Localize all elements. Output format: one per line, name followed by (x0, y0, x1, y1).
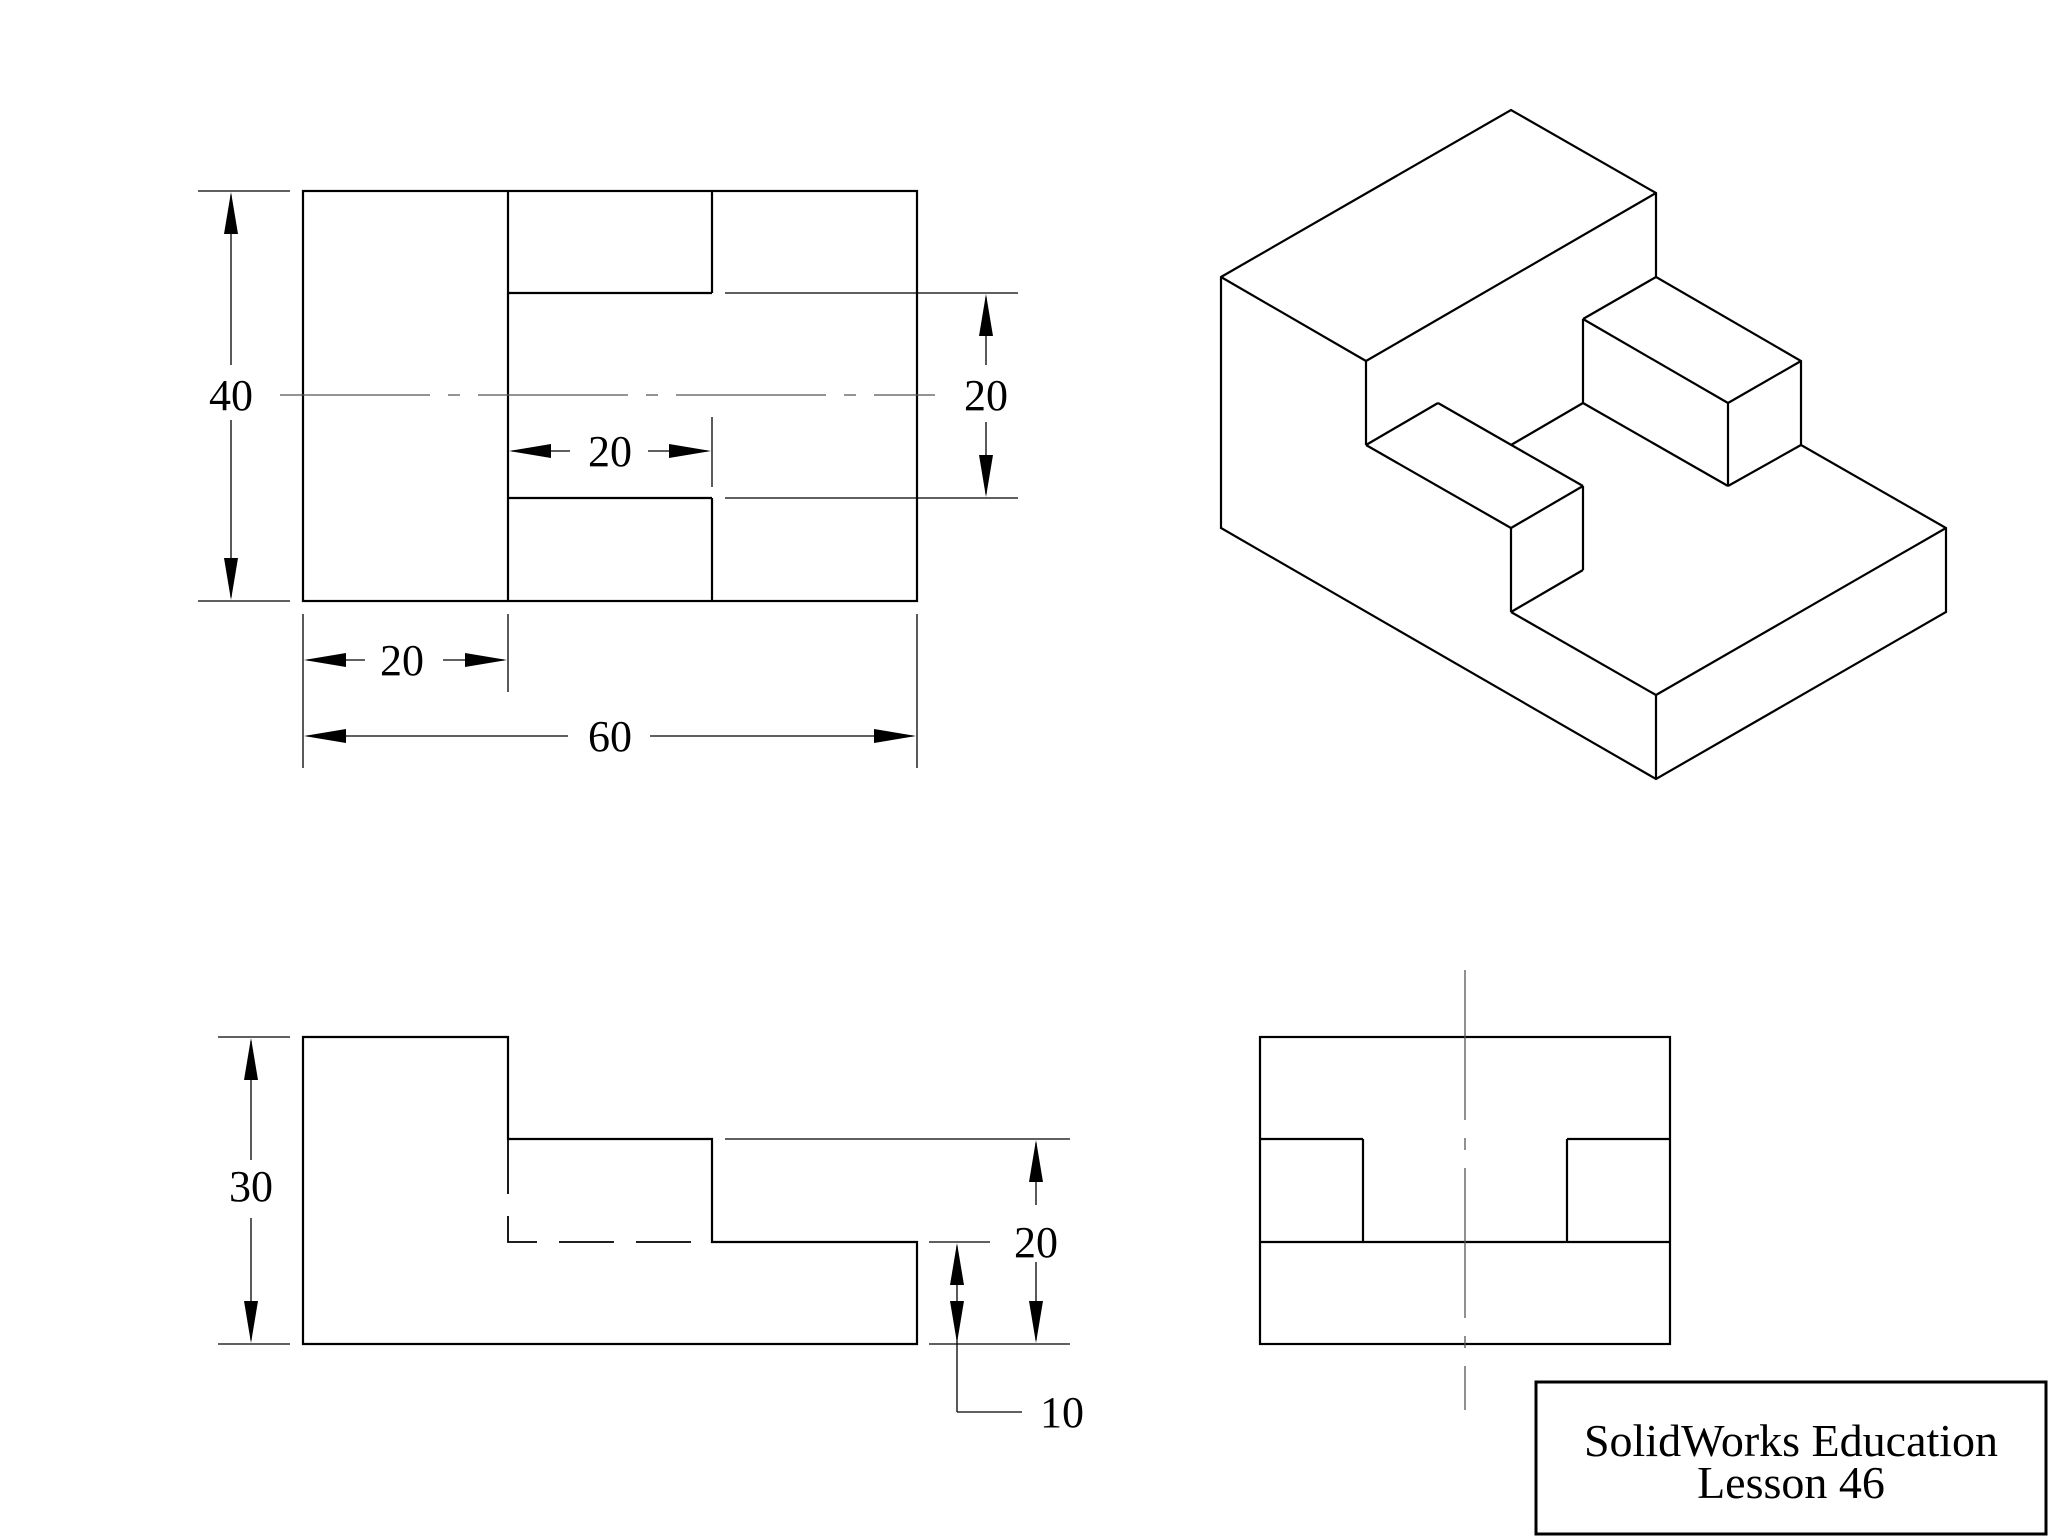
isometric-edge (1727, 444, 1802, 487)
isometric-edge (1727, 360, 1802, 404)
dimension-text: 20 (588, 427, 632, 476)
top-view (280, 189, 935, 603)
isometric-edge (1510, 402, 1584, 446)
front-view (301, 1035, 919, 1346)
isometric-edge (1437, 402, 1584, 487)
isometric-edge (1365, 444, 1512, 529)
dimension-text: 10 (1040, 1388, 1084, 1437)
arrowhead (669, 444, 711, 458)
arrowhead (224, 558, 238, 600)
isometric-view (1219, 108, 1948, 781)
isometric-edge (1365, 402, 1439, 446)
top-view-dimensions: 40 20 20 20 60 (198, 190, 1018, 768)
title-block-border (1534, 1380, 2048, 1536)
dimension-text: 30 (229, 1162, 273, 1211)
isometric-edge (1365, 192, 1657, 362)
isometric-edge (1220, 276, 1367, 362)
isometric-edge (1510, 611, 1657, 696)
arrowhead (304, 653, 346, 667)
isometric-edge (1510, 485, 1584, 529)
front-view-outline (301, 1035, 919, 1346)
title-block-line2: Lesson 46 (1697, 1457, 1885, 1508)
dimension-text: 60 (588, 712, 632, 761)
arrowhead (874, 729, 916, 743)
arrowhead (1029, 1301, 1043, 1343)
isometric-edge (1655, 527, 1947, 696)
title-block: SolidWorks Education Lesson 46 (1534, 1380, 2048, 1536)
isometric-edge (1582, 402, 1729, 487)
arrowhead (950, 1243, 964, 1285)
dimension-text: 40 (209, 371, 253, 420)
arrowhead (244, 1301, 258, 1343)
dimension-text: 20 (380, 636, 424, 685)
top-view-outline (301, 189, 919, 603)
arrowhead (224, 192, 238, 234)
arrowhead (465, 653, 507, 667)
arrowhead (509, 444, 551, 458)
arrowhead (1029, 1140, 1043, 1182)
title-block-line1: SolidWorks Education (1584, 1415, 1998, 1466)
dimension-text: 20 (1014, 1218, 1058, 1267)
isometric-edge (1510, 569, 1584, 613)
arrowhead (979, 455, 993, 497)
dimension-text: 20 (964, 371, 1008, 420)
arrowhead (950, 1301, 964, 1343)
front-view-hidden-lines (507, 1139, 712, 1243)
isometric-outline (1219, 108, 1948, 781)
isometric-edge (1582, 318, 1729, 404)
arrowhead (304, 729, 346, 743)
right-view (1258, 970, 1672, 1410)
arrowhead (979, 294, 993, 336)
isometric-edge (1582, 276, 1657, 320)
front-view-dimensions: 30 20 10 (218, 1036, 1084, 1437)
arrowhead (244, 1038, 258, 1080)
